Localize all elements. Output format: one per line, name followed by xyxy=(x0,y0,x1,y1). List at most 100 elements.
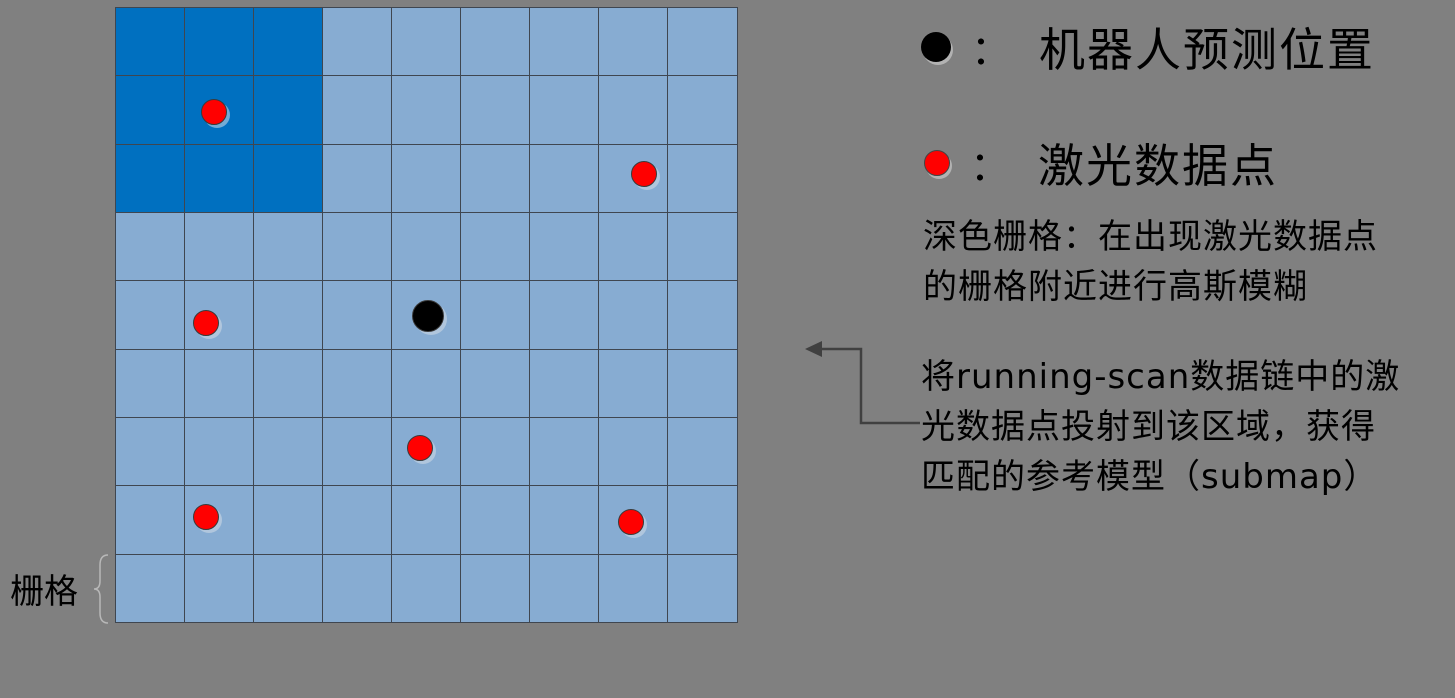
grid-cell xyxy=(391,553,462,624)
laser-point xyxy=(407,435,433,461)
grid-cell xyxy=(529,553,600,624)
grid-cell xyxy=(460,7,531,77)
grid-cell xyxy=(391,75,462,146)
grid-cell xyxy=(460,280,531,351)
robot-position xyxy=(412,300,444,332)
grid-cell xyxy=(115,7,186,77)
grid-cell xyxy=(460,553,531,624)
grid-cell xyxy=(460,75,531,146)
grid-cell xyxy=(667,143,738,214)
grid-cell xyxy=(115,485,186,556)
grid-cell xyxy=(460,143,531,214)
grid-cell xyxy=(529,485,600,556)
grid-cell xyxy=(322,553,393,624)
legend-robot-label: 机器人预测位置 xyxy=(1039,23,1375,77)
grid-cell xyxy=(253,348,324,419)
legend-laser-label: 激光数据点 xyxy=(1038,139,1278,193)
grid-cell xyxy=(529,143,600,214)
note-line: 深色栅格：在出现激光数据点 xyxy=(923,217,1378,257)
grid-cell xyxy=(667,7,738,77)
projection-note: 将running-scan数据链中的激 光数据点投射到该区域，获得 匹配的参考模… xyxy=(921,352,1400,502)
brace-icon xyxy=(93,554,109,624)
dark-grid-note: 深色栅格：在出现激光数据点 的栅格附近进行高斯模糊 xyxy=(923,212,1378,312)
grid-cell xyxy=(184,143,255,214)
grid-cell xyxy=(322,75,393,146)
grid-cell xyxy=(322,212,393,282)
grid-cell xyxy=(322,485,393,556)
robot-dot-icon xyxy=(921,32,951,62)
grid-cell xyxy=(598,212,669,282)
grid-cell xyxy=(529,212,600,282)
grid-cell xyxy=(115,417,186,487)
grid-cell xyxy=(184,7,255,77)
grid-cell xyxy=(253,143,324,214)
grid-cell xyxy=(460,417,531,487)
grid-cell xyxy=(115,280,186,351)
grid-cell xyxy=(598,280,669,351)
legend-separator: ： xyxy=(971,28,1011,74)
grid-cell xyxy=(667,212,738,282)
grid-cell xyxy=(253,280,324,351)
grid-cell xyxy=(115,75,186,146)
legend-separator: ： xyxy=(970,144,1010,190)
laser-point xyxy=(193,504,219,530)
grid-cell xyxy=(391,348,462,419)
grid-cell xyxy=(529,280,600,351)
grid-cell xyxy=(667,485,738,556)
grid-cell xyxy=(322,417,393,487)
grid-cell xyxy=(115,212,186,282)
grid-cell xyxy=(667,417,738,487)
grid-cell xyxy=(460,348,531,419)
grid-cell xyxy=(529,348,600,419)
grid-cell xyxy=(391,485,462,556)
grid-cell xyxy=(253,553,324,624)
occupancy-grid xyxy=(115,7,738,624)
grid-cell xyxy=(460,212,531,282)
grid-cell xyxy=(667,348,738,419)
grid-cell xyxy=(184,485,255,556)
laser-point xyxy=(201,99,227,125)
grid-cell xyxy=(391,7,462,77)
grid-cell xyxy=(322,280,393,351)
grid-cell xyxy=(460,485,531,556)
grid-cell xyxy=(115,348,186,419)
legend-robot: ： 机器人预测位置 xyxy=(921,14,1375,80)
laser-point xyxy=(631,161,657,187)
grid-cell xyxy=(667,553,738,624)
grid-cell xyxy=(529,417,600,487)
grid-cell xyxy=(391,212,462,282)
note-line: 的栅格附近进行高斯模糊 xyxy=(923,267,1308,307)
grid-cell xyxy=(598,7,669,77)
grid-cell xyxy=(115,143,186,214)
grid-cell xyxy=(253,75,324,146)
grid-cell xyxy=(253,485,324,556)
grid-cell xyxy=(184,417,255,487)
laser-point xyxy=(193,310,219,336)
grid-cell xyxy=(529,75,600,146)
grid-cell xyxy=(253,7,324,77)
grid-cell xyxy=(322,7,393,77)
grid-cell xyxy=(598,553,669,624)
grid-cell xyxy=(184,348,255,419)
legend-laser: ： 激光数据点 xyxy=(924,130,1278,196)
arrow-left-icon xyxy=(805,341,920,425)
grid-cell xyxy=(598,348,669,419)
grid-cell xyxy=(667,280,738,351)
grid-cell xyxy=(598,417,669,487)
note-line: 光数据点投射到该区域，获得 xyxy=(921,407,1376,447)
grid-cell xyxy=(322,143,393,214)
laser-point xyxy=(618,509,644,535)
grid-cell xyxy=(322,348,393,419)
grid-cell xyxy=(529,7,600,77)
grid-cell xyxy=(667,75,738,146)
grid-cell xyxy=(598,75,669,146)
grid-cell xyxy=(253,417,324,487)
grid-cell xyxy=(184,553,255,624)
grid-cell xyxy=(184,212,255,282)
note-line: 匹配的参考模型（submap） xyxy=(921,457,1379,497)
grid-label: 栅格 xyxy=(10,572,78,612)
laser-dot-icon xyxy=(924,150,950,176)
grid-cell xyxy=(115,553,186,624)
grid-cell xyxy=(253,212,324,282)
grid-cell xyxy=(391,143,462,214)
